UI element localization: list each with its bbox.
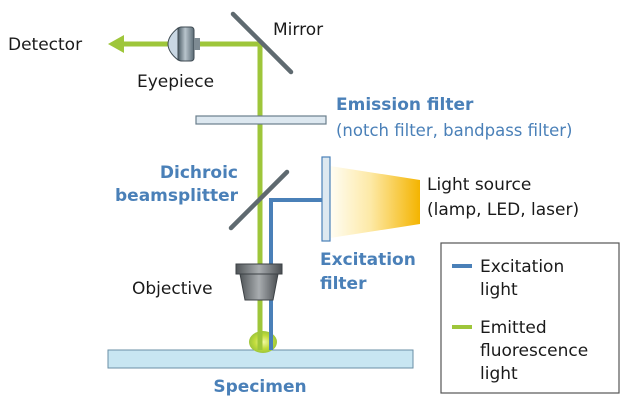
legend-emitted-line3: light [480,364,518,384]
dichroic-label-line2: beamsplitter [115,186,239,206]
legend-excitation-line2: light [480,280,518,300]
dichroic-beamsplitter-icon [228,169,290,231]
objective-label: Objective [132,279,213,299]
eyepiece-icon [167,26,200,62]
legend: Excitation light Emitted fluorescence li… [440,242,620,394]
legend-excitation-line1: Excitation [480,257,564,277]
light-source-label-line1: Light source [427,175,531,195]
excitation-filter-label-line2: filter [320,274,367,294]
excitation-light-path [269,198,326,350]
emission-filter-plate [195,115,327,125]
light-source-label-line2: (lamp, LED, laser) [427,200,579,220]
eyepiece-label: Eyepiece [137,72,214,92]
mirror-icon [230,11,294,75]
objective-icon [235,263,283,301]
excitation-filter-plate [321,156,331,242]
emission-filter-subtitle: (notch filter, bandpass filter) [336,121,572,140]
detector-arrowhead [108,35,124,53]
detector-label: Detector [8,35,82,55]
mirror-label: Mirror [273,20,323,40]
excitation-filter-label-line1: Excitation [320,250,416,270]
legend-emitted-line1: Emitted [480,318,547,338]
specimen-label: Specimen [213,377,306,397]
dichroic-label-line1: Dichroic [160,163,238,183]
legend-emitted-line2: fluorescence [480,341,588,361]
emission-filter-title: Emission filter [336,95,474,115]
light-source-beam [330,166,420,238]
